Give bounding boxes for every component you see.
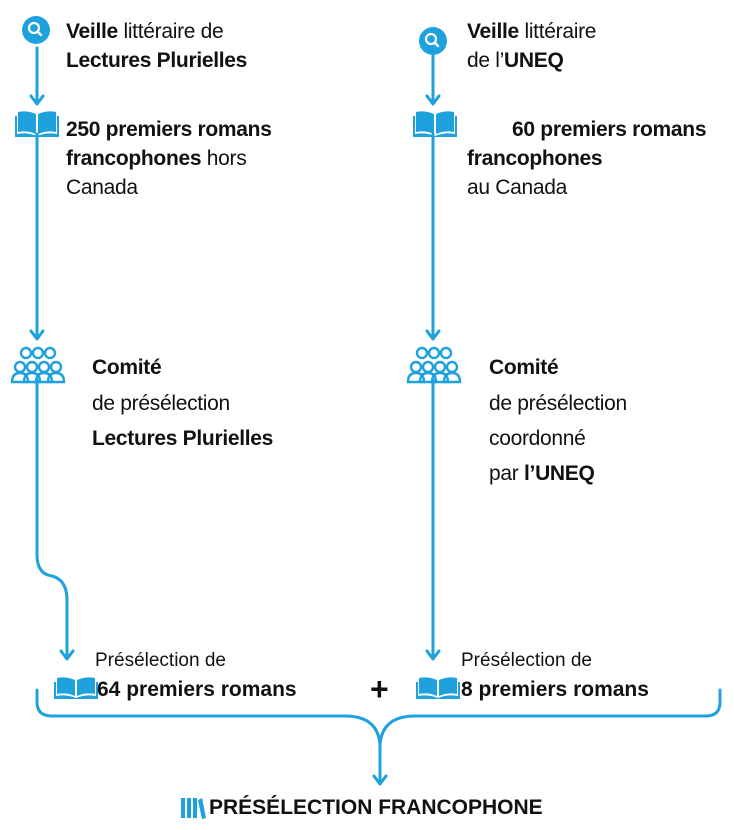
arrow-final-head [372,774,388,786]
right-committee-line3: coordonné [489,427,586,450]
final-preselection-title: PRÉSÉLECTION FRANCOPHONE [209,796,543,819]
left-books-line1: 250 premiers romans [66,118,272,141]
left-committee-line2: de présélection [92,392,230,415]
left-books-line2: francophones hors [66,147,247,170]
right-books-line3: au Canada [467,176,568,199]
right-source-line2: de l’UNEQ [467,49,564,72]
right-books-line2: francophones [467,147,603,170]
left-result-caption: Présélection de [95,650,226,671]
arrow-right-1-head [425,94,441,106]
arrow-left-3-head [59,649,75,661]
open-book-icon [416,677,460,699]
right-committee-line2: de présélection [489,392,627,415]
left-result-label: 64 premiers romans [97,678,297,701]
left-source-line1: Veille littéraire de [66,20,224,43]
right-committee-line4: par l’UNEQ [489,462,595,485]
right-result-caption: Présélection de [461,650,592,671]
left-committee-line3: Lectures Plurielles [92,427,274,450]
right-books-line1: 60 premiers romans [512,118,707,141]
open-book-icon [54,677,98,699]
open-book-icon [15,111,59,137]
right-result-label: 8 premiers romans [461,678,649,701]
open-book-icon [413,111,457,137]
left-committee-line1: Comité [92,356,162,379]
arrow-left-2-head [29,329,45,341]
arrow-right-3-head [425,649,441,661]
search-icon [419,27,447,55]
people-group-icon [406,346,462,384]
right-committee-line1: Comité [489,356,559,379]
arrow-right-2-head [425,329,441,341]
people-group-icon [10,346,66,384]
right-source-line1: Veille littéraire [467,20,597,43]
left-source-line2: Lectures Plurielles [66,49,248,72]
books-shelf-icon [181,798,206,819]
search-icon [22,16,50,44]
arrow-left-1-head [29,94,45,106]
arrow-left-3 [35,378,69,657]
left-books-line3: Canada [66,176,138,199]
plus-sign: + [370,671,389,707]
